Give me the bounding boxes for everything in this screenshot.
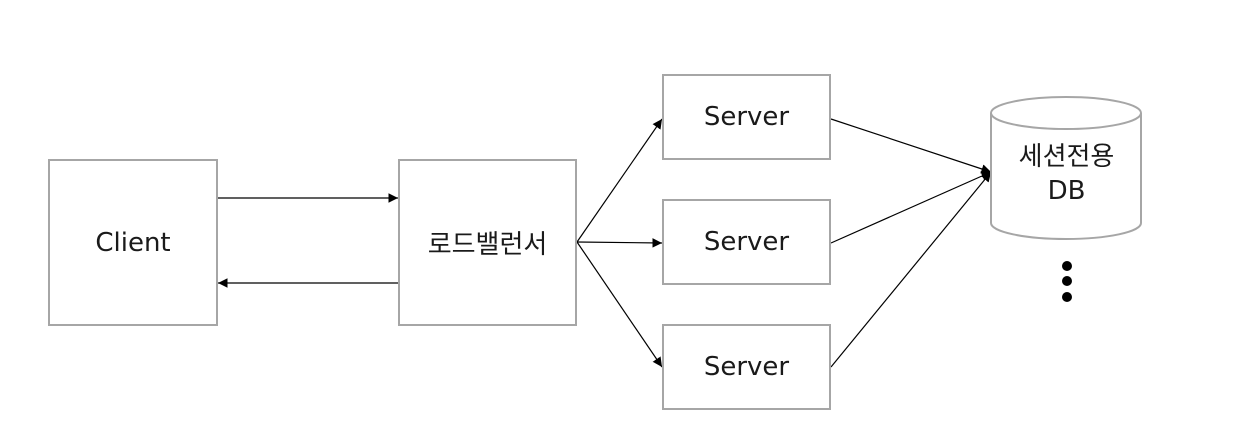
arrow-server-3-to-db	[830, 171, 992, 368]
more-dots-icon	[1062, 261, 1072, 302]
server-label: Server	[703, 352, 790, 382]
server-node-3: Server	[662, 324, 831, 410]
db-cylinder	[990, 96, 1142, 240]
server-node-1: Server	[662, 74, 831, 160]
db-label-line-2: DB	[1047, 176, 1086, 206]
server-label: Server	[703, 227, 790, 257]
db-label: 세션전용 DB	[990, 140, 1143, 208]
arrow-lb-to-server-1	[576, 118, 663, 243]
arrow-lb-to-server-3	[576, 241, 663, 368]
client-node: Client	[48, 159, 218, 326]
db-label-line-1: 세션전용	[1018, 142, 1115, 172]
arrow-server-1-to-db	[830, 118, 992, 174]
load-balancer-label: 로드밸런서	[427, 230, 548, 260]
arrow-lb-to-server-2	[576, 238, 663, 248]
client-label: Client	[95, 227, 171, 258]
server-node-2: Server	[662, 199, 831, 285]
arrow-server-2-to-db	[830, 171, 992, 244]
server-label: Server	[703, 102, 790, 132]
load-balancer-node: 로드밸런서	[398, 159, 577, 326]
